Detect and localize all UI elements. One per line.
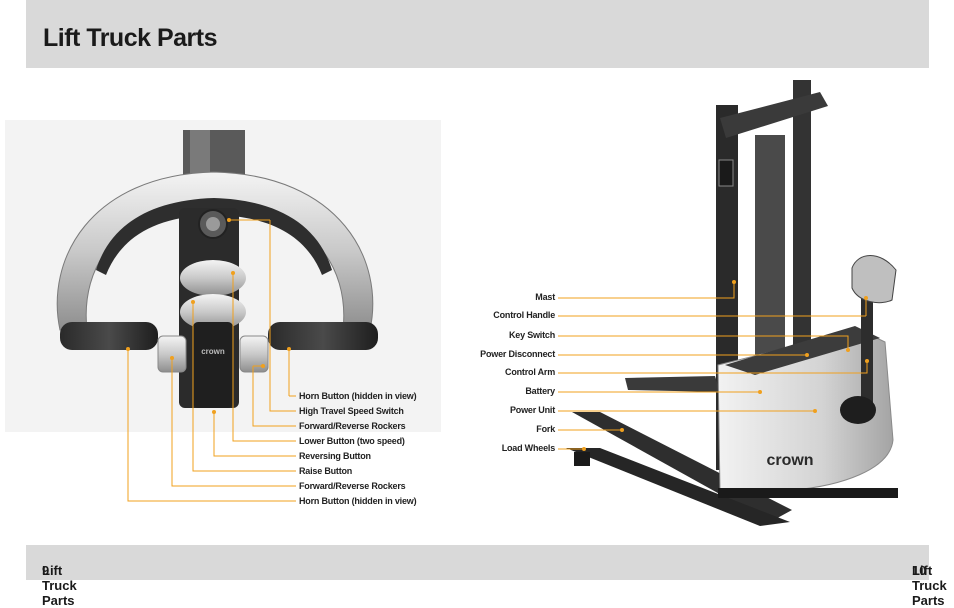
callout-fork: Fork xyxy=(536,424,555,434)
page-title: Lift Truck Parts xyxy=(43,24,218,52)
callout-forward-reverse-rockers-left: Forward/Reverse Rockers xyxy=(299,481,406,491)
callout-reversing-button: Reversing Button xyxy=(299,451,371,461)
truck-logo: crown xyxy=(766,452,813,469)
callout-mast: Mast xyxy=(535,292,555,302)
control-handle-illustration xyxy=(56,130,378,408)
left-page-number: 9 xyxy=(42,563,50,578)
truck-leader-lines xyxy=(558,282,868,450)
handle-leader-lines xyxy=(127,219,296,502)
handle-leader-dots xyxy=(126,218,291,414)
callout-lower-button: Lower Button (two speed) xyxy=(299,436,405,446)
illustration-canvas: crown xyxy=(5,80,898,526)
lift-truck-illustration xyxy=(566,80,898,526)
callout-load-wheels: Load Wheels xyxy=(501,443,556,453)
callout-forward-reverse-rockers-right: Forward/Reverse Rockers xyxy=(299,421,406,431)
callout-control-handle: Control Handle xyxy=(493,310,555,320)
right-page-number: 10 xyxy=(912,563,927,578)
left-footer-title: Lift Truck Parts xyxy=(42,563,77,608)
callout-battery: Battery xyxy=(525,386,555,396)
callout-key-switch: Key Switch xyxy=(508,330,555,340)
truck-leader-dots xyxy=(582,280,869,451)
callout-power-disconnect: Power Disconnect xyxy=(480,349,555,359)
callout-horn-button-left: Horn Button (hidden in view) xyxy=(299,496,417,506)
callout-control-arm: Control Arm xyxy=(505,367,555,377)
callout-power-unit: Power Unit xyxy=(509,405,555,415)
callout-horn-button-right: Horn Button (hidden in view) xyxy=(299,391,417,401)
callout-raise-button: Raise Button xyxy=(299,466,353,476)
header-band: Lift Truck Parts xyxy=(26,0,929,68)
handle-logo: crown xyxy=(201,347,225,356)
footer-band: 9 Lift Truck Parts Lift Truck Parts 10 xyxy=(26,545,947,608)
callout-high-travel-speed-switch: High Travel Speed Switch xyxy=(299,406,404,416)
